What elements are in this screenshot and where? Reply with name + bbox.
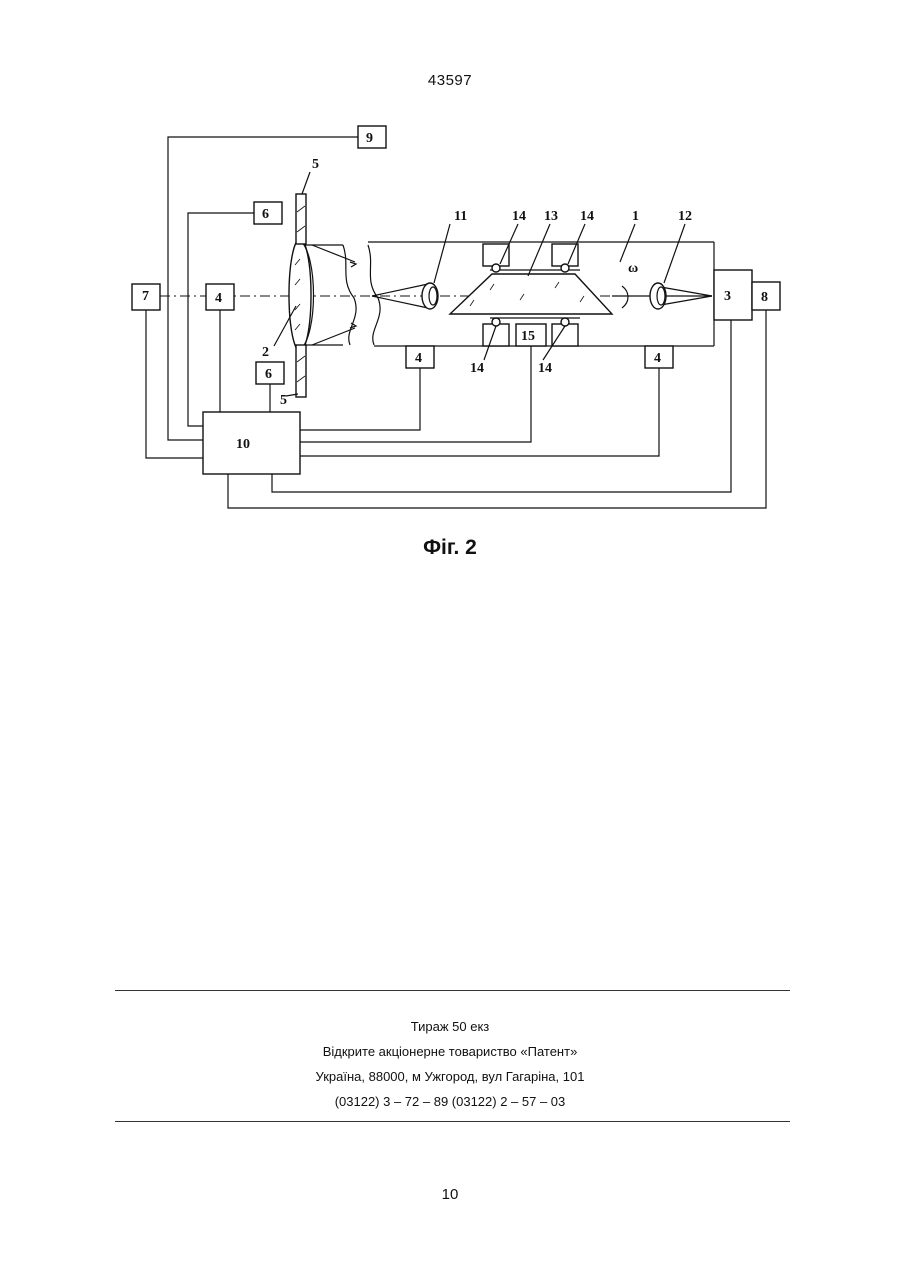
label-1: 1 [632,209,639,224]
label-4-mid: 4 [415,351,422,366]
label-3: 3 [724,289,731,304]
lens-element [289,239,314,351]
imprint-publisher: Відкрите акціонерне товариство «Патент» [0,1039,900,1064]
label-14-d: 14 [538,361,552,376]
label-8: 8 [761,290,768,305]
label-14-b: 14 [580,209,594,224]
label-5-bottom: 5 [280,393,287,408]
imprint-address: Україна, 88000, м Ужгород, вул Гагаріна,… [0,1064,900,1089]
figure-caption: Фіг. 2 [0,536,900,560]
divider-bottom [115,1121,790,1122]
label-7: 7 [142,289,149,304]
sensor-11 [422,283,438,309]
divider-top [115,990,790,991]
label-6-top: 6 [262,207,269,222]
label-15: 15 [521,329,535,344]
label-2: 2 [262,345,269,360]
label-14-a: 14 [512,209,526,224]
block-3 [714,270,752,320]
patent-figure-diagram: 9 5 6 7 4 2 6 5 10 4 4 11 14 13 14 1 12 … [0,0,900,530]
label-12: 12 [678,209,692,224]
sample-trapezoid [450,270,612,318]
control-unit-10 [203,412,300,474]
label-4-right: 4 [654,351,661,366]
label-4-left: 4 [215,291,222,306]
imprint-phones: (03122) 3 – 72 – 89 (03122) 2 – 57 – 03 [0,1089,900,1114]
label-14-c: 14 [470,361,484,376]
imprint-block: Тираж 50 екз Відкрите акціонерне товарис… [0,1014,900,1114]
label-5-top: 5 [312,157,319,172]
label-10: 10 [236,437,250,452]
label-13: 13 [544,209,558,224]
label-11: 11 [454,209,467,224]
sensor-12 [650,283,666,309]
label-omega: ω [628,261,638,276]
imprint-print-run: Тираж 50 екз [0,1014,900,1039]
page-number: 10 [0,1186,900,1203]
label-9: 9 [366,131,373,146]
label-6-bottom: 6 [265,367,272,382]
rotation-arrow [622,286,628,308]
